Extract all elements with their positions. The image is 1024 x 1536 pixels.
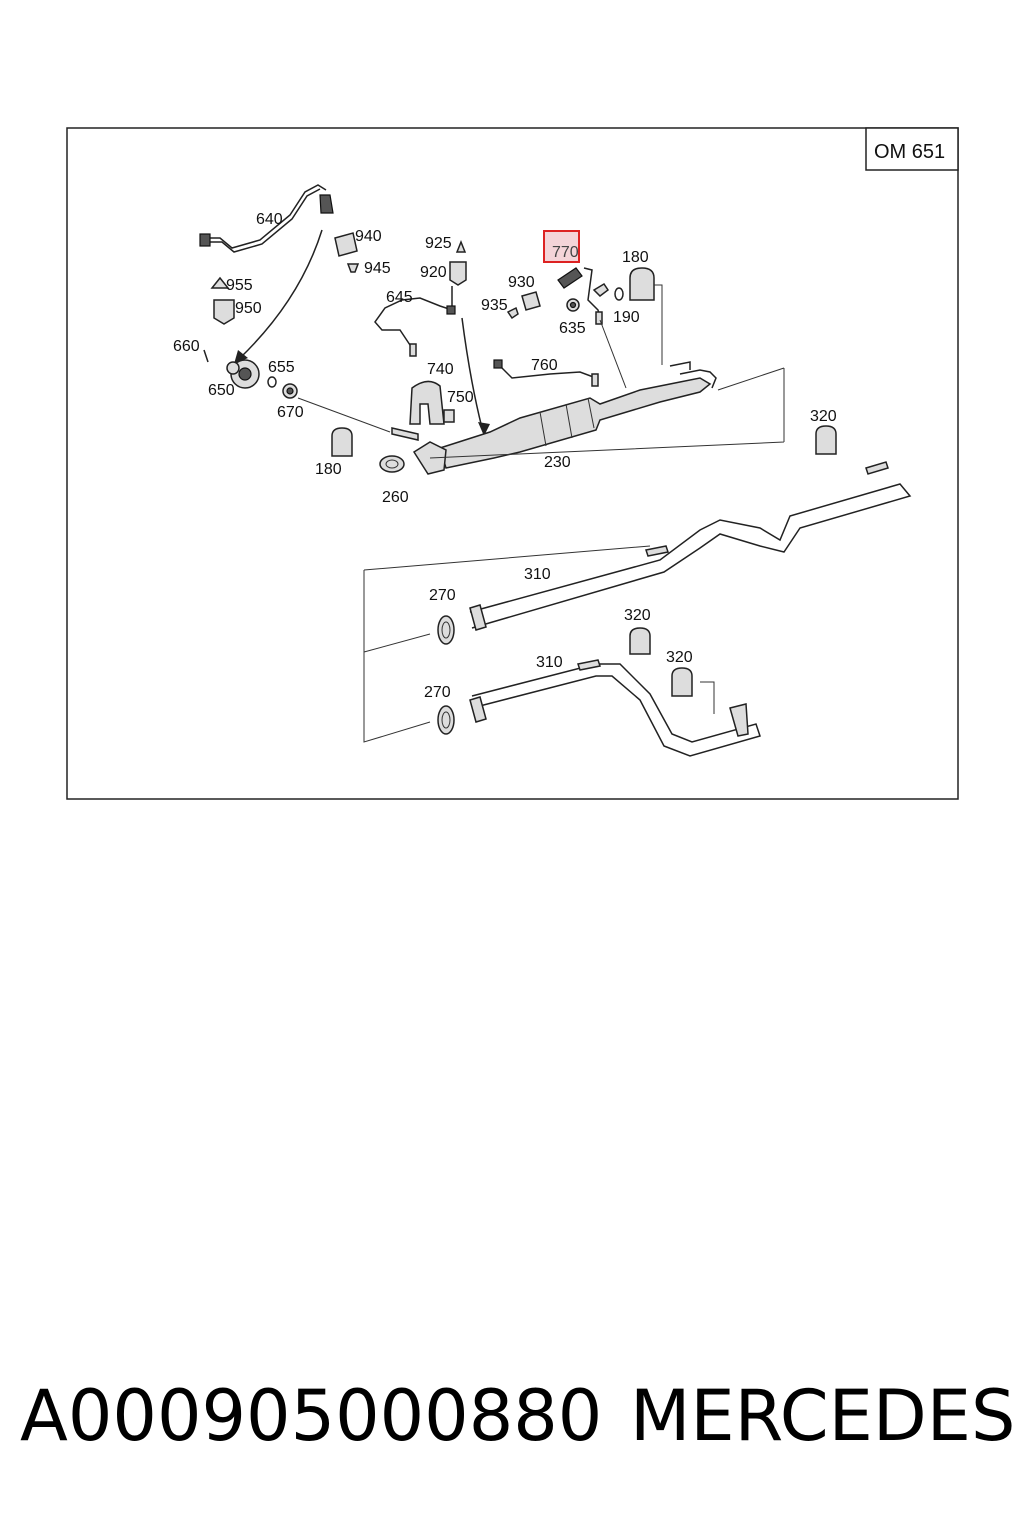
callout-935: 935 xyxy=(481,297,508,314)
exhaust-parts-diagram: OM 651 770 xyxy=(66,127,959,800)
part-655-ring xyxy=(267,376,277,388)
part-320-hanger-c xyxy=(671,667,693,697)
part-660 xyxy=(203,349,209,363)
callout-180-left: 180 xyxy=(315,461,342,478)
highlight-box-770 xyxy=(543,230,580,263)
engine-code-label: OM 651 xyxy=(874,141,945,163)
rear-pipe-upper xyxy=(469,483,912,629)
part-945 xyxy=(346,263,360,273)
leader-180-top xyxy=(654,284,663,365)
part-number: A000905000880 xyxy=(20,1375,603,1457)
hanger-bracket xyxy=(391,427,419,441)
callout-670: 670 xyxy=(277,404,304,421)
part-caption: A000905000880 MERCEDES xyxy=(0,1375,1024,1465)
callout-260: 260 xyxy=(382,489,409,506)
callout-940: 940 xyxy=(355,228,382,245)
assembly-arrow-left xyxy=(239,229,323,359)
callout-650: 650 xyxy=(208,382,235,399)
part-925 xyxy=(455,239,467,253)
part-320-hanger-b xyxy=(629,627,651,655)
callout-310-upper: 310 xyxy=(524,566,551,583)
sensor-wiring-760 xyxy=(493,359,599,387)
callout-950: 950 xyxy=(235,300,262,317)
callout-320-lower: 320 xyxy=(666,649,693,666)
sensor-wiring-640 xyxy=(199,184,334,253)
callout-760: 760 xyxy=(531,357,558,374)
callout-920: 920 xyxy=(420,264,447,281)
part-260-clamp xyxy=(379,455,405,473)
arrow-head-left xyxy=(234,350,248,364)
callout-190: 190 xyxy=(613,309,640,326)
part-635-nut xyxy=(566,298,580,312)
callout-655: 655 xyxy=(268,359,295,376)
pipe-bracket-lower-right xyxy=(729,703,749,737)
rear-pipe-lower xyxy=(471,663,761,757)
leader-320-c xyxy=(700,681,715,714)
callout-635: 635 xyxy=(559,320,586,337)
callout-750: 750 xyxy=(447,389,474,406)
pipe-bracket-lower xyxy=(577,659,601,671)
part-740-bracket xyxy=(409,380,445,425)
part-180-hanger-left xyxy=(331,427,353,457)
callout-640: 640 xyxy=(256,211,283,228)
callout-310-lower: 310 xyxy=(536,654,563,671)
part-230-dpf xyxy=(439,361,717,469)
pipe-bracket-upper xyxy=(645,545,669,557)
callout-645: 645 xyxy=(386,289,413,306)
assembly-outline-upper xyxy=(429,367,785,459)
callout-660: 660 xyxy=(173,338,200,355)
callout-180-top: 180 xyxy=(622,249,649,266)
part-935 xyxy=(506,306,519,320)
pipe-end-lower xyxy=(469,696,487,723)
sensor-tip-770 xyxy=(595,311,603,325)
part-270-clamp-a xyxy=(437,615,455,645)
pipe-end-upper xyxy=(469,604,487,631)
part-930 xyxy=(521,291,541,311)
callout-925: 925 xyxy=(425,235,452,252)
sensor-wiring-645 xyxy=(374,286,456,357)
part-190-sensor xyxy=(592,282,610,297)
callout-930: 930 xyxy=(508,274,535,291)
brand-name: MERCEDES xyxy=(630,1375,1016,1457)
part-920 xyxy=(449,261,467,286)
callout-230: 230 xyxy=(544,454,571,471)
assembly-outline-lower xyxy=(363,545,651,743)
part-770-sensor xyxy=(557,267,583,289)
assembly-arrow-mid xyxy=(461,317,483,429)
diagram-frame xyxy=(66,127,959,800)
callout-955: 955 xyxy=(226,277,253,294)
part-270-clamp-b xyxy=(437,705,455,735)
engine-code-box: OM 651 xyxy=(865,127,959,171)
callout-320-right: 320 xyxy=(810,408,837,425)
part-750 xyxy=(443,409,455,423)
callout-320-mid: 320 xyxy=(624,607,651,624)
part-950 xyxy=(213,299,235,325)
callout-945: 945 xyxy=(364,260,391,277)
arrow-head-mid xyxy=(478,422,490,436)
callout-740: 740 xyxy=(427,361,454,378)
leader-670 xyxy=(297,397,391,433)
part-670-nut xyxy=(282,383,298,399)
part-650-sensor xyxy=(226,359,260,389)
leader-770 xyxy=(599,319,627,389)
callout-770: 770 xyxy=(552,244,579,261)
callout-270-upper: 270 xyxy=(429,587,456,604)
part-180-hanger-top xyxy=(629,267,655,301)
part-320-hanger-a xyxy=(815,425,837,455)
pipe-bracket-right xyxy=(865,461,889,475)
part-955 xyxy=(210,276,230,289)
part-940 xyxy=(334,232,358,257)
part-190-ring xyxy=(614,287,624,301)
callout-270-lower: 270 xyxy=(424,684,451,701)
